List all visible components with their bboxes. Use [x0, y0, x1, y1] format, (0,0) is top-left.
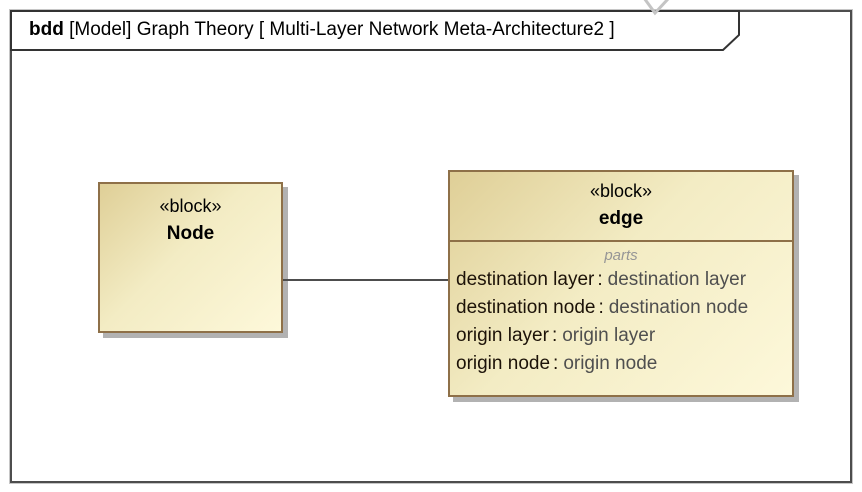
part-row[interactable]: origin layer:origin layer	[456, 322, 786, 350]
part-separator: :	[598, 297, 604, 318]
part-name: destination layer	[456, 269, 595, 290]
part-name: destination node	[456, 297, 596, 318]
diagram-title: bdd [Model] Graph Theory [ Multi-Layer N…	[29, 11, 719, 48]
part-type: destination node	[608, 297, 749, 318]
diagram-title-text: [Model] Graph Theory [ Multi-Layer Netwo…	[63, 19, 615, 40]
part-row[interactable]: origin node:origin node	[456, 350, 786, 378]
part-separator: :	[553, 353, 559, 374]
association-connector[interactable]	[283, 279, 448, 281]
block-node-stereotype: «block»	[159, 196, 222, 216]
diagram-kind-label: bdd	[29, 19, 64, 40]
parts-compartment-label: parts	[604, 247, 638, 264]
part-type: origin node	[563, 353, 658, 374]
part-type: destination layer	[607, 269, 747, 290]
frame-tab-shape	[10, 10, 740, 51]
part-row[interactable]: destination node:destination node	[456, 294, 786, 322]
part-type: origin layer	[562, 325, 656, 346]
block-node-header: «block» Node	[100, 184, 281, 248]
frame-tab	[10, 10, 740, 51]
block-edge[interactable]: «block» edge parts destination layer:des…	[448, 170, 794, 397]
block-node[interactable]: «block» Node	[98, 182, 283, 333]
part-name: origin layer	[456, 325, 549, 346]
part-separator: :	[597, 269, 603, 290]
chevron-decoration-icon	[643, 0, 670, 16]
block-node-name: Node	[166, 223, 215, 244]
parts-compartment: parts destination layer:destination laye…	[450, 242, 792, 378]
part-separator: :	[551, 325, 558, 346]
block-edge-name: edge	[598, 208, 644, 229]
part-name: origin node	[456, 353, 551, 374]
block-edge-stereotype: «block»	[589, 181, 653, 201]
compartment-divider	[450, 240, 792, 242]
block-edge-header: «block» edge	[450, 172, 792, 233]
part-row[interactable]: destination layer:destination layer	[456, 266, 786, 294]
